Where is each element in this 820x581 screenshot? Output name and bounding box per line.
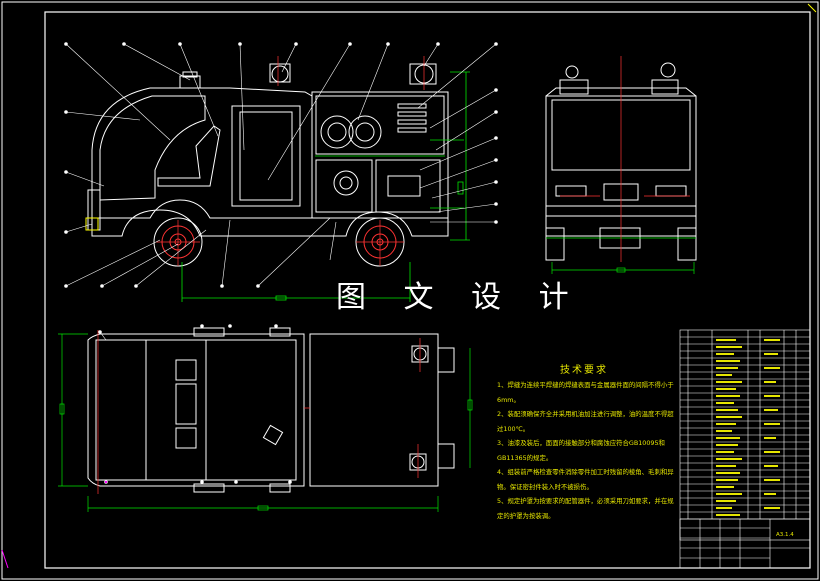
side-centerlines	[156, 56, 425, 266]
top-view	[87, 327, 455, 493]
inner-frame	[44, 11, 811, 569]
top-leaders	[98, 324, 292, 484]
top-dimensions	[58, 333, 473, 512]
cab-outline	[91, 87, 313, 219]
requirement-item: 5、规定护罩为按要求的配管器件，必须采用刀如要求，并在规定的护罩为按装调。	[497, 497, 674, 520]
requirements-title: 技术要求	[560, 365, 608, 376]
bom-table	[679, 329, 811, 569]
top-centerlines	[97, 330, 421, 494]
requirement-item: 2、装配须确保齐全并采用机油加注进行调整，油的温度不得超过100℃。	[497, 410, 674, 433]
requirement-item: 4、组装前严格检查零件消除零件加工时残留的棱角、毛刺和异物。保证密封件装入时不被…	[497, 468, 674, 491]
watermark-text: 图 文 设 计	[336, 280, 583, 315]
tank-body	[311, 91, 449, 219]
side-view	[85, 63, 449, 267]
title-block-label: A3.1.4	[776, 532, 794, 538]
front-centerline	[560, 56, 690, 262]
corner-mark-left	[1, 549, 9, 569]
bom-text-marks	[716, 339, 780, 516]
leader-lines	[64, 42, 498, 288]
side-dimensions	[181, 71, 470, 302]
corner-mark	[807, 3, 817, 13]
requirement-item: 1、焊缝为连续平焊缝的焊缝表面与金属器件面的间隔不得小于6mm。	[497, 381, 674, 404]
requirement-item: 3、油漆及装后，面面的接触部分和腐蚀应符合GB10095和GB11365的规定。	[497, 439, 665, 462]
